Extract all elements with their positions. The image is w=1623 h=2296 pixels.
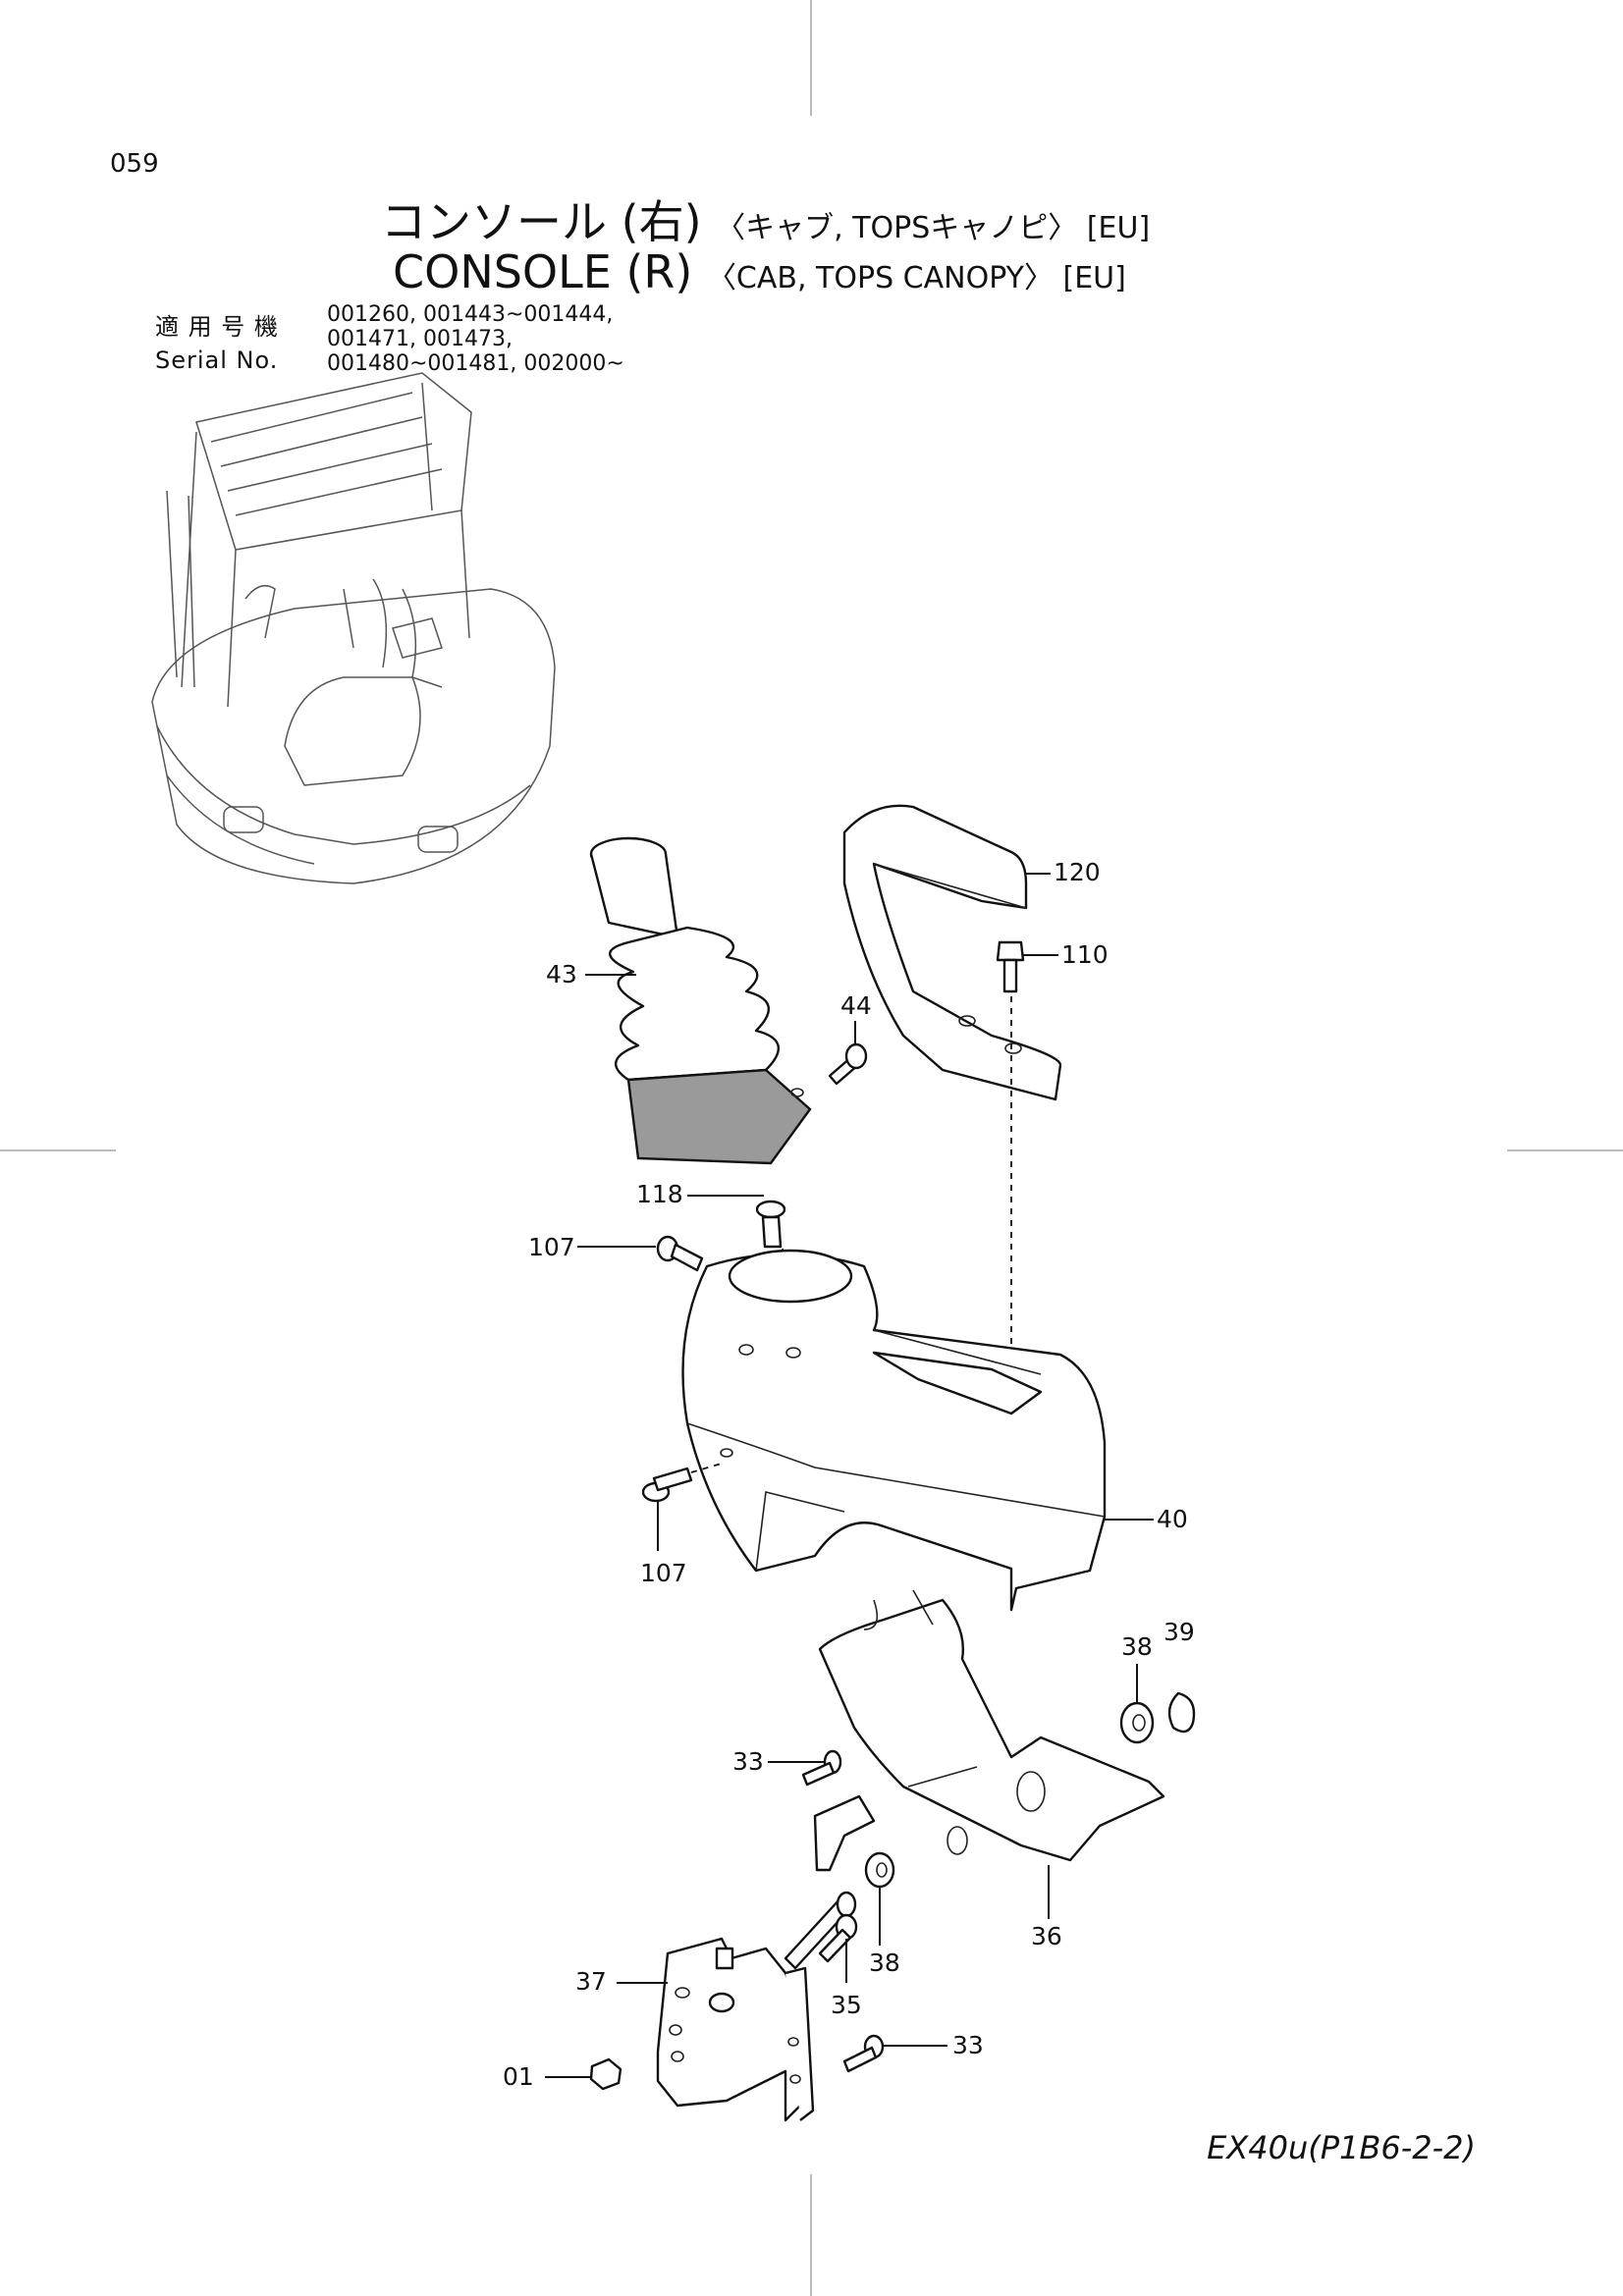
screw-44: [828, 1042, 868, 1086]
callout-01: 01: [503, 2062, 534, 2091]
callout-38: 38: [869, 1949, 900, 1977]
screw-107-lower: [641, 1467, 693, 1503]
page-title-jp: コンソール (右) 〈キャブ, TOPSキャノピ〉 [EU]: [381, 187, 1150, 251]
serial-line: 001260, 001443~001444,: [327, 302, 614, 327]
callout-33: 33: [732, 1747, 764, 1776]
title-en-sub: 〈CAB, TOPS CANOPY〉 [EU]: [706, 261, 1126, 295]
callout-107: 107: [640, 1559, 687, 1587]
console-bracket-part: [818, 1589, 1165, 1862]
ring-39: [1167, 1691, 1196, 1734]
callout-35: 35: [831, 1991, 862, 2019]
serial-label: 適 用 号 機 Serial No.: [155, 310, 279, 377]
callout-36: 36: [1031, 1922, 1062, 1950]
title-jp-sub: 〈キャブ, TOPSキャノピ〉 [EU]: [716, 211, 1151, 245]
page-title-en: CONSOLE (R) 〈CAB, TOPS CANOPY〉 [EU]: [393, 245, 1126, 298]
page-number: 059: [110, 149, 159, 179]
screw-118: [755, 1200, 786, 1249]
callout-107: 107: [528, 1233, 575, 1261]
callout-38: 38: [1121, 1632, 1153, 1661]
callout-33: 33: [952, 2031, 984, 2059]
leader-lines: [545, 873, 1154, 2078]
armrest-handle-part: [842, 804, 1062, 1101]
bushing-38: [864, 1851, 895, 1889]
screw-107-upper: [656, 1235, 704, 1272]
callout-43: 43: [546, 960, 577, 988]
mounting-plate-part: [656, 1937, 815, 2122]
callout-40: 40: [1157, 1505, 1188, 1533]
bolt-35: [818, 1913, 858, 1963]
console-cover-part: [681, 1249, 1107, 1612]
callout-120: 120: [1054, 858, 1101, 886]
serial-label-en: Serial No.: [155, 347, 279, 374]
excavator-overview-illustration: [151, 372, 556, 884]
callout-110: 110: [1061, 940, 1109, 969]
screw-33-upper: [801, 1749, 876, 1872]
serial-line: 001471, 001473,: [327, 327, 513, 351]
bolt-110: [996, 940, 1025, 993]
callout-39: 39: [1163, 1618, 1195, 1646]
callout-44: 44: [840, 991, 872, 1020]
serial-line: 001480~001481, 002000~: [327, 351, 624, 376]
callout-37: 37: [575, 1967, 607, 1996]
nut-01: [589, 2057, 622, 2091]
rubber-boot-part: [589, 836, 812, 1165]
screw-33-lower: [842, 2034, 885, 2073]
callout-118: 118: [636, 1180, 683, 1208]
title-en-main: CONSOLE (R): [393, 245, 693, 298]
serial-label-jp: 適 用 号 機: [155, 313, 279, 341]
title-jp-main: コンソール (右): [381, 195, 702, 248]
model-code: EX40u(P1B6-2-2): [1207, 2129, 1476, 2166]
serial-numbers: 001260, 001443~001444, 001471, 001473, 0…: [327, 302, 624, 376]
washer-38: [1119, 1701, 1155, 1744]
